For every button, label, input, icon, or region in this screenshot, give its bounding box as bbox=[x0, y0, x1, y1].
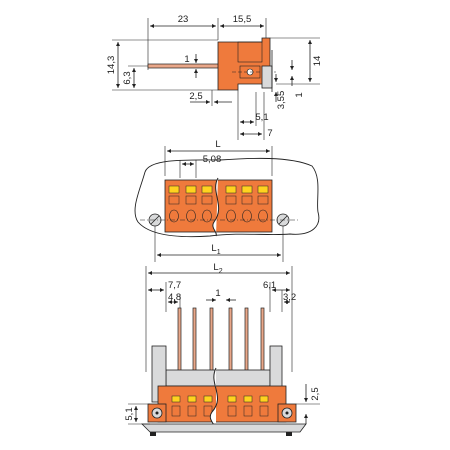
side-view: 23 15,5 14,3 6,3 bbox=[106, 14, 323, 140]
dim-5-1-front-label: 5,1 bbox=[124, 407, 135, 420]
dim-5-1-label: 5,1 bbox=[255, 112, 268, 123]
dim-6-3: 6,3 bbox=[122, 68, 136, 88]
dim-L-label: L bbox=[215, 139, 220, 150]
dim-7-label: 7 bbox=[267, 128, 272, 139]
dim-14: 14 bbox=[308, 40, 323, 82]
dim-1-right-label: 1 bbox=[294, 92, 305, 97]
dim-7-7: 7,7 bbox=[148, 280, 181, 292]
front-screw-right-icon bbox=[281, 407, 293, 419]
dim-3-55-label: 3,55 bbox=[276, 91, 287, 110]
dim-15-5: 15,5 bbox=[220, 14, 264, 28]
dim-6-1: 6,1 bbox=[263, 280, 290, 292]
dim-L1-label: L bbox=[211, 243, 216, 254]
dim-5-1: 5,1 bbox=[240, 112, 269, 124]
front-base-plate bbox=[141, 423, 307, 433]
dim-7-7-label: 7,7 bbox=[168, 280, 181, 291]
dim-L1-sub: 1 bbox=[217, 249, 221, 256]
top-view: L 5,08 bbox=[134, 139, 320, 262]
dim-3-55: 3,55 bbox=[274, 74, 287, 110]
dim-4-8-label: 4,8 bbox=[168, 292, 181, 303]
dim-6-3-label: 6,3 bbox=[122, 71, 133, 84]
dim-L2-sub: 2 bbox=[219, 268, 223, 275]
dim-5-1-front: 5,1 bbox=[124, 406, 138, 422]
top-clamps bbox=[168, 185, 269, 223]
dim-6-1-label: 6,1 bbox=[263, 280, 276, 291]
dim-7: 7 bbox=[240, 128, 273, 139]
dim-14-3: 14,3 bbox=[106, 42, 120, 88]
dim-L2-label: L bbox=[213, 262, 218, 273]
svg-text:L2: L2 bbox=[213, 262, 222, 275]
mount-plate bbox=[261, 65, 273, 89]
dim-pitch-label: 5,08 bbox=[203, 154, 222, 165]
dim-pitch: 5,08 bbox=[182, 154, 222, 166]
dim-2-5: 2,5 bbox=[189, 91, 232, 104]
front-housing bbox=[157, 385, 287, 423]
dim-23-label: 23 bbox=[178, 14, 189, 25]
svg-text:L1: L1 bbox=[211, 243, 220, 256]
front-clamps bbox=[171, 395, 269, 417]
dim-3-2-label: 3,2 bbox=[283, 292, 296, 303]
dim-2-5-front: 2,5 bbox=[304, 384, 321, 424]
dim-1-right: 1 bbox=[290, 60, 305, 98]
dim-4-8: 4,8 bbox=[168, 292, 181, 304]
front-panel bbox=[165, 369, 271, 387]
dim-2-5-label: 2,5 bbox=[189, 91, 202, 102]
dim-1-top: 1 bbox=[184, 54, 198, 78]
dim-1-front: 1 bbox=[206, 288, 236, 302]
front-view: L2 7,7 4,8 1 6,1 3,2 bbox=[124, 262, 321, 436]
dim-15-5-label: 15,5 bbox=[233, 14, 252, 25]
dim-1-top-label: 1 bbox=[184, 54, 189, 65]
dim-L2: L2 bbox=[148, 262, 290, 275]
dim-1-front-label: 1 bbox=[215, 288, 220, 299]
dim-14-label: 14 bbox=[312, 56, 323, 67]
dim-2-5-front-label: 2,5 bbox=[310, 387, 321, 400]
dim-23: 23 bbox=[150, 14, 216, 28]
break-line bbox=[212, 177, 220, 237]
dim-14-3-label: 14,3 bbox=[106, 56, 117, 75]
front-pins bbox=[177, 307, 265, 381]
dim-L1: L1 bbox=[157, 243, 281, 257]
dim-3-2: 3,2 bbox=[283, 292, 296, 304]
dim-L: L bbox=[167, 139, 270, 153]
front-screw-left-icon bbox=[151, 407, 163, 419]
